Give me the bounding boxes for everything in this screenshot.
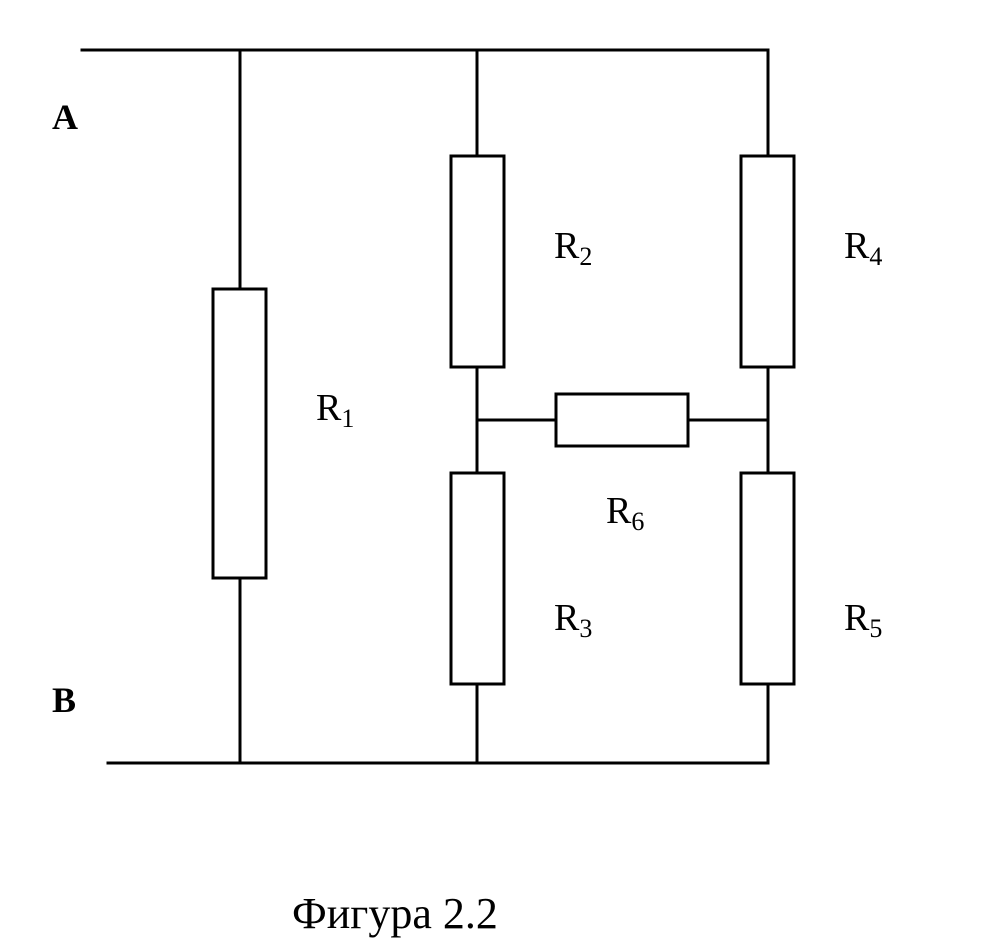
r6-letter: R bbox=[606, 490, 632, 532]
node-label-b: B bbox=[52, 680, 76, 720]
resistor-r3 bbox=[449, 471, 506, 686]
resistor-r2 bbox=[449, 154, 506, 369]
resistor-label-r4: R4 bbox=[844, 225, 882, 271]
r3-subscript: 3 bbox=[579, 614, 592, 643]
resistor-label-r1: R1 bbox=[316, 387, 354, 433]
resistor-label-r5: R5 bbox=[844, 597, 882, 643]
r5-subscript: 5 bbox=[869, 614, 882, 643]
resistor-r1 bbox=[211, 287, 268, 580]
resistor-r6 bbox=[554, 392, 690, 448]
resistor-r5 bbox=[739, 471, 796, 686]
r6-subscript: 6 bbox=[631, 507, 644, 536]
resistor-label-r3: R3 bbox=[554, 597, 592, 643]
resistor-label-r6: R6 bbox=[606, 490, 644, 536]
r3-letter: R bbox=[554, 597, 580, 639]
r1-subscript: 1 bbox=[341, 404, 354, 433]
r2-letter: R bbox=[554, 225, 580, 267]
resistor-label-r2: R2 bbox=[554, 225, 592, 271]
r4-letter: R bbox=[844, 225, 870, 267]
r5-letter: R bbox=[844, 597, 870, 639]
r2-subscript: 2 bbox=[579, 242, 592, 271]
resistor-r4 bbox=[739, 154, 796, 369]
r4-subscript: 4 bbox=[869, 242, 882, 271]
node-label-a: A bbox=[52, 97, 78, 137]
figure-caption: Фигура 2.2 bbox=[292, 889, 498, 938]
r1-letter: R bbox=[316, 387, 342, 429]
